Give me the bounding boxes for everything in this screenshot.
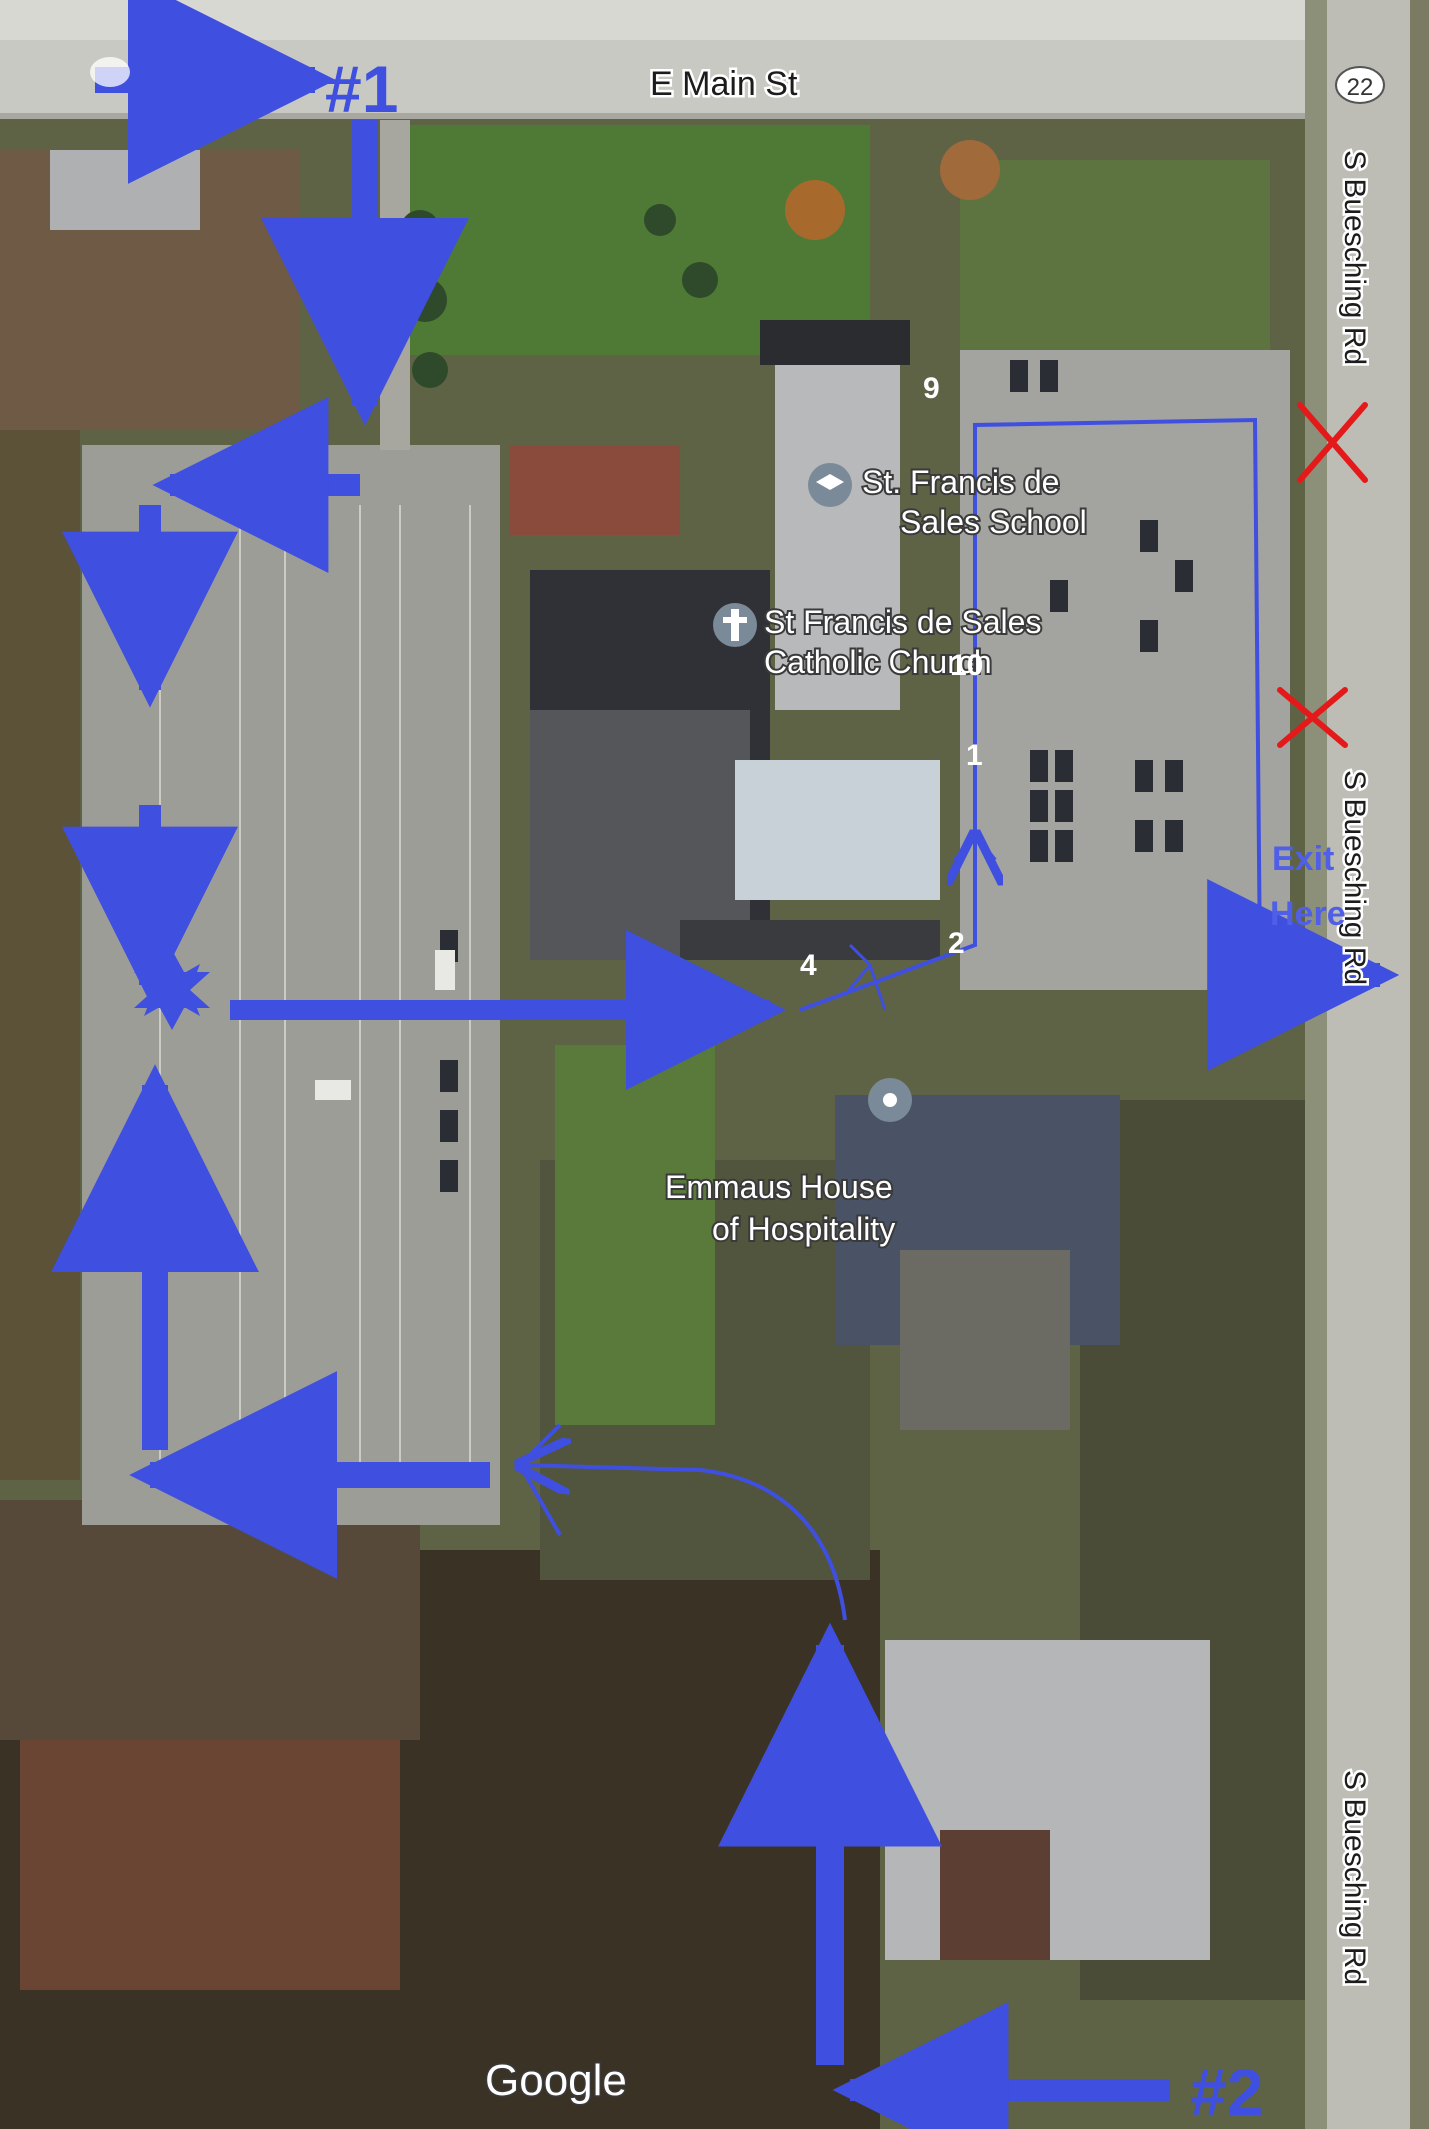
lawn	[555, 1045, 715, 1425]
no-entry-marks	[1277, 402, 1368, 748]
exit-label-line-1: Exit	[1272, 840, 1334, 878]
road-label-3: S Buesching Rd	[1338, 1770, 1371, 1985]
entrance-2-label: #2	[1190, 2055, 1263, 2129]
door-number-10: 10	[950, 649, 983, 682]
door-number-9: 9	[923, 372, 940, 405]
route-badge: 22	[1347, 74, 1374, 101]
door-number-1: 1	[966, 739, 983, 772]
school-label-line-2: Sales School	[900, 504, 1087, 540]
entrance-1-label: #1	[325, 52, 398, 126]
door-number-2: 2	[948, 927, 965, 960]
road-label-2: S Buesching Rd	[1338, 770, 1371, 985]
google-attribution: Google	[485, 2056, 627, 2105]
exit-label-line-2: Here	[1270, 895, 1346, 933]
church-pin-icon	[713, 603, 757, 647]
thin-route-loop	[973, 417, 1262, 966]
route-22-shield-icon: 22	[1335, 66, 1385, 104]
door-number-4: 4	[800, 949, 817, 982]
church-label-line-2: Catholic Church	[764, 644, 992, 680]
school-building	[775, 360, 900, 710]
church-label-line-1: St Francis de Sales	[764, 604, 1041, 640]
emmaus-label-line-2: of Hospitality	[712, 1211, 895, 1247]
thin-route-south	[520, 1465, 847, 1621]
thin-route-church	[799, 835, 975, 1012]
east-parking-lot	[960, 350, 1290, 990]
school-label-line-1: St. Francis de	[862, 464, 1059, 500]
emmaus-label-line-1: Emmaus House	[665, 1169, 893, 1205]
school-pin-icon	[808, 463, 852, 507]
emmaus-pin-icon	[868, 1078, 912, 1122]
route-arrows	[50, 0, 1400, 2129]
e-main-st-label: E Main St	[650, 65, 798, 103]
road-label-1: S Buesching Rd	[1338, 150, 1371, 365]
